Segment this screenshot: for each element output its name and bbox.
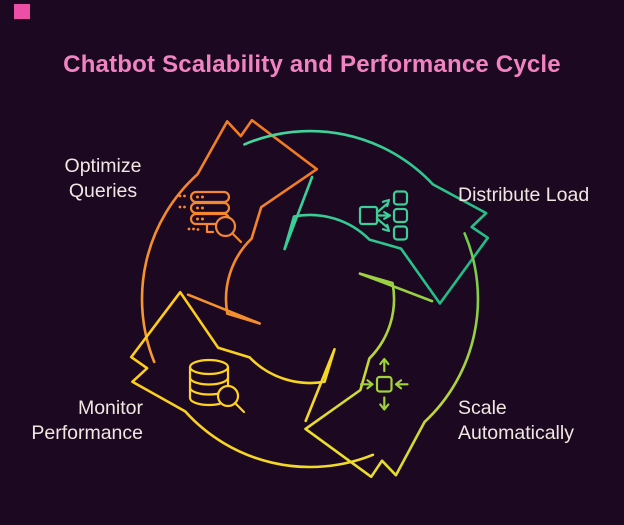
- load-balancer-icon: [358, 190, 409, 241]
- cycle-arrow-optimize-queries: [140, 118, 319, 364]
- label-line: Scale: [458, 397, 507, 419]
- corner-accent-square: [14, 4, 30, 19]
- step-label-distribute-load: Distribute Load: [458, 183, 589, 208]
- cycle-ring: [129, 118, 490, 479]
- step-label-scale-automatically: Scale Automatically: [458, 396, 574, 446]
- label-line: Distribute Load: [458, 184, 590, 206]
- server-search-icon: [178, 190, 243, 244]
- label-line: Optimize: [64, 155, 142, 177]
- resize-arrows-icon: [359, 357, 409, 411]
- label-line: Automatically: [458, 422, 574, 444]
- label-line: Performance: [31, 422, 143, 444]
- step-label-optimize-queries: Optimize Queries: [13, 154, 193, 204]
- label-line: Queries: [68, 180, 138, 202]
- cycle-arrow-scale-automatically: [304, 232, 480, 479]
- cycle-arrow-monitor-performance: [129, 290, 375, 469]
- page-title: Chatbot Scalability and Performance Cycl…: [63, 51, 561, 78]
- database-search-icon: [188, 358, 246, 414]
- cycle-arrow-distribute-load: [243, 129, 490, 305]
- step-label-monitor-performance: Monitor Performance: [31, 396, 143, 446]
- label-line: Monitor: [77, 397, 143, 419]
